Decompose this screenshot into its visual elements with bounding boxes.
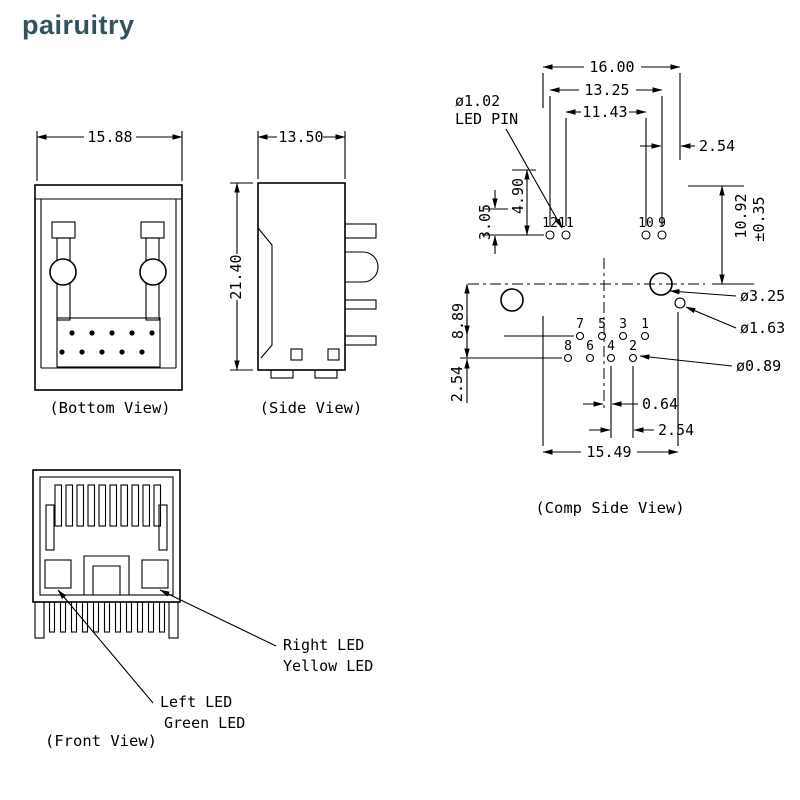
- comp-dim-13-25: 13.25: [549, 81, 663, 227]
- dim-16-00-text: 16.00: [589, 58, 634, 76]
- green-led-text: Green LED: [164, 714, 245, 732]
- dim-8-89-text: 8.89: [449, 303, 467, 339]
- dim-3-05-text: 3.05: [476, 204, 494, 240]
- right-led-text: Right LED: [283, 636, 364, 654]
- pin-9-label: 9: [658, 216, 666, 231]
- side-pin-middle: [344, 299, 377, 310]
- dim-10-92-text: 10.92: [732, 193, 750, 238]
- dim-0-64-text: 0.64: [642, 395, 678, 413]
- locating-hole: [674, 297, 686, 309]
- pin-2-label: 2: [629, 339, 637, 354]
- brand-logo: pairuitry: [22, 10, 135, 40]
- comp-dim-8-89: 8.89: [449, 283, 574, 359]
- comp-dim-2-54-left: 2.54: [448, 316, 470, 403]
- pin-12-label: 12: [542, 216, 558, 231]
- comp-dim-2-54-bottom: 2.54: [589, 366, 694, 439]
- bottom-view-dim-width: 15.88: [36, 128, 183, 181]
- dia-0-89-text: ø0.89: [736, 357, 781, 375]
- screw-post-left: [49, 258, 77, 286]
- front-view: Right LED Yellow LED Left LED Green LED …: [32, 469, 373, 750]
- led-window-right: [141, 559, 169, 589]
- pin-5-label: 5: [598, 317, 606, 332]
- comp-dim-15-49: 15.49: [542, 312, 679, 461]
- dim-10-92-tol-text: ±0.35: [750, 196, 768, 241]
- bottom-view-label: (Bottom View): [49, 399, 170, 417]
- front-view-led-callouts: Right LED Yellow LED Left LED Green LED: [57, 589, 373, 732]
- dim-15-49-text: 15.49: [586, 443, 631, 461]
- pin-6-label: 6: [586, 339, 594, 354]
- side-width-dim-text: 13.50: [278, 128, 323, 146]
- led-window-left: [44, 559, 72, 589]
- dim-2-54-top-text: 2.54: [699, 137, 735, 155]
- led-pin-dia-text: ø1.02: [455, 92, 500, 110]
- pin-11-label: 11: [558, 216, 574, 231]
- dim-2-54-left-text: 2.54: [448, 366, 466, 402]
- comp-holes: [500, 230, 686, 363]
- pin-3-label: 3: [619, 317, 627, 332]
- screw-post-right: [139, 258, 167, 286]
- comp-side-view-label: (Comp Side View): [535, 499, 684, 517]
- yellow-led-text: Yellow LED: [283, 657, 373, 675]
- comp-dia-callouts: ø3.25 ø1.63 ø0.89: [639, 287, 785, 375]
- side-pin-top: [344, 223, 377, 239]
- comp-led-pin-callout: ø1.02 LED PIN: [455, 92, 563, 229]
- dim-4-90-text: 4.90: [509, 178, 527, 214]
- comp-dim-2-54-top: 2.54: [640, 137, 735, 155]
- bottom-view: 15.88 (Bottom View): [34, 128, 183, 417]
- dim-2-54-bottom-text: 2.54: [658, 421, 694, 439]
- comp-pin-numbers: 12 11 10 9 7 5 3 1 8 6 4 2: [542, 216, 666, 354]
- comp-dim-10-92: 10.92 ±0.35: [688, 185, 768, 285]
- bottom-view-body: [34, 184, 183, 391]
- side-view-label: (Side View): [260, 399, 363, 417]
- side-pin-bottom: [344, 335, 377, 346]
- side-view: 13.50 21.40 (Side View): [227, 128, 379, 417]
- comp-side-view: 16.00 13.25 11.43 2.54: [448, 58, 785, 517]
- led-pin-label-text: LED PIN: [455, 110, 518, 128]
- side-view-dim-height: 21.40: [227, 182, 253, 371]
- side-view-body: [257, 182, 379, 379]
- pin-4-label: 4: [607, 339, 615, 354]
- bottom-width-dim-text: 15.88: [87, 128, 132, 146]
- side-view-dim-width: 13.50: [257, 128, 346, 179]
- comp-dim-16-00: 16.00: [542, 58, 681, 160]
- comp-dim-4-90: 4.90: [482, 169, 544, 236]
- side-height-dim-text: 21.40: [227, 254, 245, 299]
- pin-7-label: 7: [576, 317, 584, 332]
- comp-dim-3-05: 3.05: [476, 190, 508, 254]
- front-view-label: (Front View): [45, 732, 157, 750]
- dia-3-25-text: ø3.25: [740, 287, 785, 305]
- comp-dim-11-43: 11.43: [565, 103, 647, 226]
- pin-field: [56, 317, 161, 368]
- pin-10-label: 10: [638, 216, 654, 231]
- mounting-hole-right: [649, 272, 673, 296]
- pin-8-label: 8: [564, 339, 572, 354]
- pin-1-label: 1: [641, 317, 649, 332]
- dia-1-63-text: ø1.63: [740, 319, 785, 337]
- dim-13-25-text: 13.25: [584, 81, 629, 99]
- dim-11-43-text: 11.43: [582, 103, 627, 121]
- comp-dim-0-64: 0.64: [583, 366, 678, 438]
- front-view-body: [32, 469, 181, 639]
- left-led-text: Left LED: [160, 693, 232, 711]
- mounting-hole-left: [500, 288, 524, 312]
- side-locating-peg: [345, 251, 379, 283]
